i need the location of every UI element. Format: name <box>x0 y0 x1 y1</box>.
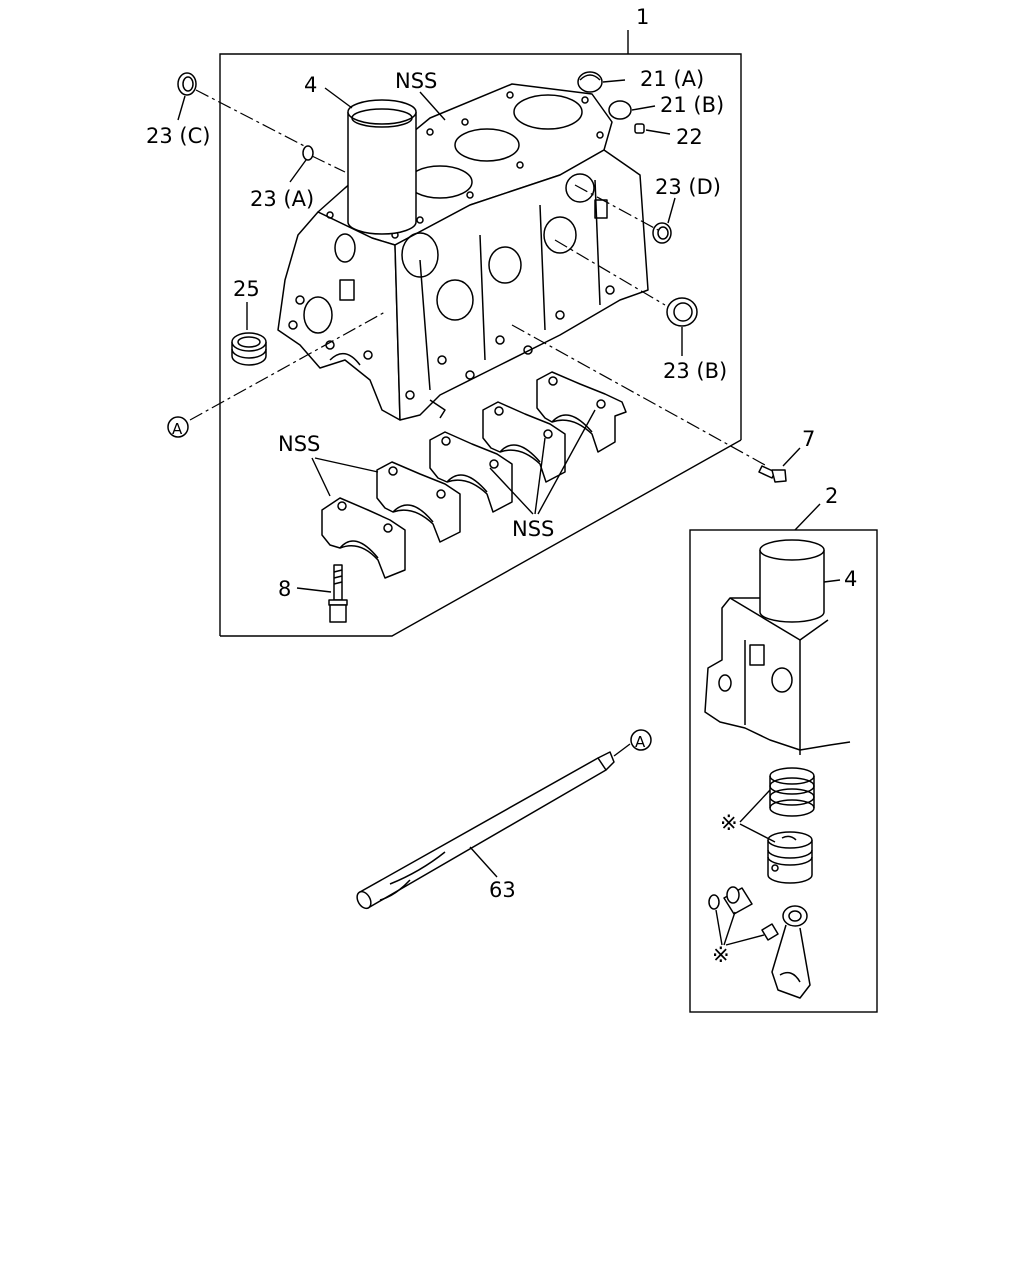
label-nss-bottom: NSS <box>512 517 554 541</box>
label-1: 1 <box>636 5 649 29</box>
small-end-bush <box>761 923 779 941</box>
svg-text:A: A <box>172 420 183 438</box>
label-4-side: 4 <box>844 567 857 591</box>
label-23b: 23 (B) <box>663 359 727 383</box>
leader-nss-left-2 <box>314 457 379 473</box>
leader-23d <box>667 197 676 224</box>
label-nss-left: NSS <box>278 432 320 456</box>
seal-23b <box>666 297 698 327</box>
leader-star-bottom-1 <box>715 909 723 946</box>
leader-8 <box>296 587 332 593</box>
piston-liner-kit-frame <box>689 503 878 1013</box>
cylinder-liner <box>347 99 417 235</box>
plug-21b <box>608 100 632 120</box>
leader-star-top-1 <box>739 789 771 823</box>
connecting-rod <box>771 905 811 999</box>
label-2: 2 <box>825 484 838 508</box>
bolt-7 <box>758 465 787 483</box>
leader-4-top <box>324 87 353 109</box>
leader-ref-a-shaft <box>613 743 631 757</box>
dash-line-23a <box>311 155 346 173</box>
leader-23c <box>177 95 186 121</box>
bolt-8 <box>328 564 348 623</box>
label-21a: 21 (A) <box>640 67 704 91</box>
dash-line-ref-a-block <box>189 311 386 421</box>
label-23d: 23 (D) <box>655 175 721 199</box>
asterisk-note-top: ※ <box>720 811 738 835</box>
label-63: 63 <box>489 878 516 902</box>
label-23c: 23 (C) <box>146 124 210 148</box>
dash-line-23c <box>195 89 313 151</box>
reference-circle-a-block: A <box>167 416 189 438</box>
seal-23a <box>302 145 314 161</box>
piston-rings <box>769 767 815 817</box>
plug-21a <box>577 71 603 93</box>
block-partial-view <box>704 597 851 755</box>
oil-pipe-63 <box>356 751 615 910</box>
leader-22 <box>645 129 671 135</box>
piston <box>767 831 813 884</box>
leader-nss-left-1 <box>311 457 331 497</box>
reference-circle-a-shaft: A <box>630 729 652 751</box>
label-21b: 21 (B) <box>660 93 724 117</box>
leader-23a <box>289 159 307 183</box>
leader-star-top-2 <box>739 823 776 843</box>
leader-nss-bottom-2 <box>534 437 546 515</box>
asterisk-note-bottom: ※ <box>712 943 730 967</box>
label-8: 8 <box>278 577 291 601</box>
leader-star-bottom-2 <box>723 911 736 946</box>
plug-22 <box>634 123 645 134</box>
seal-23c <box>177 72 197 96</box>
leader-21b <box>631 105 656 111</box>
dash-line-bolt-7 <box>511 324 766 466</box>
label-4-top: 4 <box>304 73 317 97</box>
leader-star-bottom-3 <box>725 934 765 946</box>
svg-text:A: A <box>635 733 646 751</box>
leader-63 <box>469 846 498 878</box>
cylinder-liner-kit <box>759 539 825 623</box>
label-nss-top: NSS <box>395 69 437 93</box>
label-23a: 23 (A) <box>250 187 314 211</box>
cylinder-block-frame <box>219 30 742 637</box>
label-7: 7 <box>802 427 815 451</box>
leader-nss-bottom-3 <box>537 409 596 515</box>
dash-line-23b <box>554 239 666 306</box>
leader-nss-bottom-1 <box>489 467 534 515</box>
snap-ring <box>708 894 720 910</box>
bearing-caps <box>321 371 627 579</box>
label-22: 22 <box>676 125 703 149</box>
seal-23d <box>652 222 672 244</box>
leader-4-side <box>823 579 841 583</box>
cylinder-block <box>277 83 649 421</box>
leader-21a <box>602 79 626 83</box>
leader-7 <box>782 447 801 467</box>
label-25: 25 <box>233 277 260 301</box>
leader-nss-top <box>419 91 446 121</box>
bushing-25 <box>231 332 267 366</box>
piston-pin <box>723 886 753 915</box>
dash-line-23d <box>574 184 659 231</box>
